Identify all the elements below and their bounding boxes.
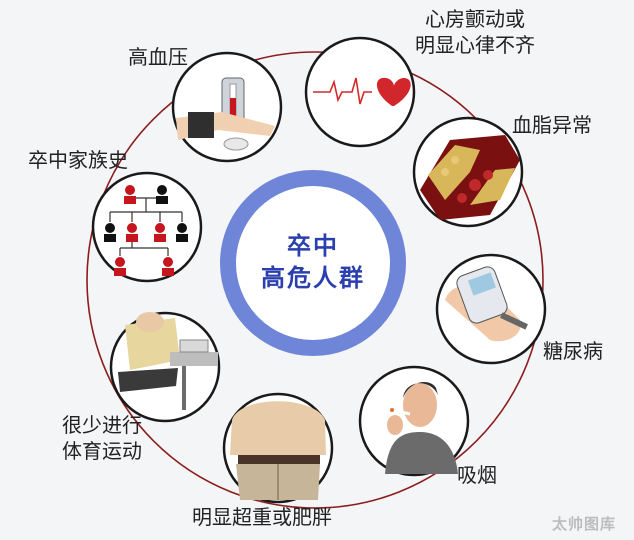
label-arrhythmia-line2: 明显心律不齐 — [415, 33, 535, 57]
label-family-history: 卒中家族史 — [28, 148, 128, 172]
label-inactivity-line1: 很少进行 — [62, 413, 142, 437]
center-ring — [220, 170, 406, 356]
blood-vessel-plaque-icon — [420, 135, 520, 220]
family-tree-icon — [104, 185, 188, 276]
label-diabetes: 糖尿病 — [543, 339, 603, 363]
label-arrhythmia: 心房颤动或 明显心律不齐 — [405, 6, 545, 58]
label-hypertension: 高血压 — [128, 45, 188, 69]
bubble-family-history — [91, 171, 203, 283]
center-title-line1: 卒中 — [287, 232, 339, 260]
bubble-smoking — [358, 365, 470, 477]
label-dyslipidemia: 血脂异常 — [512, 113, 592, 137]
sedentary-person-icon — [118, 312, 218, 410]
label-inactivity: 很少进行 体育运动 — [30, 412, 142, 464]
label-smoking: 吸烟 — [457, 463, 497, 487]
heart-ecg-icon — [313, 77, 411, 106]
bubble-inactivity — [109, 311, 221, 423]
bubble-obesity — [222, 392, 334, 504]
watermark: 太帅图库 — [551, 515, 616, 533]
obese-belly-icon — [230, 401, 326, 500]
connector-circle — [86, 51, 544, 509]
label-inactivity-line2: 体育运动 — [62, 439, 142, 463]
center-title: 卒中 高危人群 — [233, 230, 393, 294]
bubble-hypertension — [171, 51, 283, 163]
glucose-meter-icon — [445, 266, 528, 342]
center-title-line2: 高危人群 — [261, 264, 365, 292]
blood-pressure-cuff-icon — [176, 77, 275, 151]
label-obesity: 明显超重或肥胖 — [192, 505, 332, 529]
bubble-dyslipidemia — [412, 116, 524, 228]
bubble-arrhythmia — [304, 36, 416, 148]
label-arrhythmia-line1: 心房颤动或 — [425, 7, 525, 31]
bubble-diabetes — [435, 253, 547, 365]
smoking-man-icon — [385, 382, 458, 474]
